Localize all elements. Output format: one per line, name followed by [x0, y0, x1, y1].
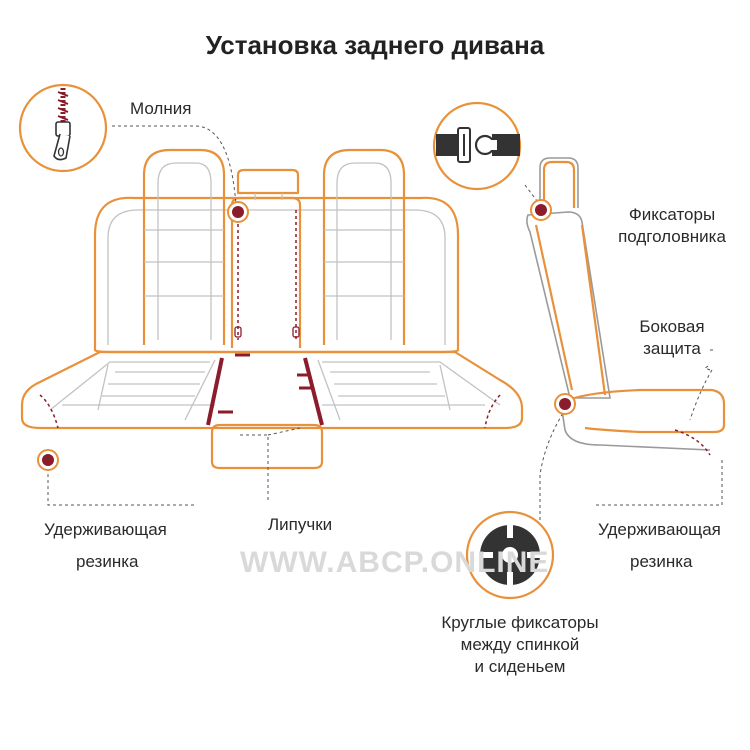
label-side-protection-line1: Боковая	[639, 317, 705, 336]
marker-elastic-left	[37, 449, 59, 471]
marker-round-clip	[554, 393, 576, 415]
velcro-strips	[206, 353, 324, 426]
zipper-icon	[53, 88, 71, 161]
buckle-icon	[436, 127, 520, 163]
marker-zipper	[227, 201, 249, 223]
watermark: WWW.ABCP.ONLINE	[240, 546, 550, 579]
round-clip-detail	[465, 510, 555, 600]
label-elastic-right-line2: резинка	[630, 552, 693, 571]
label-zipper: Молния	[130, 99, 192, 118]
label-side-protection: Боковая защита	[612, 316, 732, 360]
diagram-title: Установка заднего дивана	[205, 30, 545, 60]
label-elastic-left: Удерживающая резинка	[44, 514, 167, 578]
round-clip-icon	[477, 522, 543, 588]
zipper-detail	[18, 83, 108, 173]
rear-backrest	[93, 148, 460, 354]
label-round-clips-line2: между спинкой	[460, 635, 580, 654]
label-elastic-left-line2: резинка	[76, 552, 139, 571]
label-round-clips: Круглые фиксаторы между спинкой и сидень…	[420, 612, 620, 678]
marker-headrest	[530, 199, 552, 221]
seat-side-view	[526, 157, 726, 456]
label-round-clips-line1: Круглые фиксаторы	[441, 613, 599, 632]
label-headrest-clips: Фиксаторы подголовника	[602, 204, 742, 248]
buckle-detail	[432, 101, 522, 191]
label-headrest-clips-line2: подголовника	[618, 227, 726, 246]
label-round-clips-line3: и сиденьем	[474, 657, 566, 676]
label-elastic-left-line1: Удерживающая	[44, 520, 167, 539]
label-velcro: Липучки	[268, 515, 333, 534]
label-headrest-clips-line1: Фиксаторы	[628, 205, 716, 224]
marker-dots	[37, 199, 576, 471]
rear-seat-cushion	[20, 350, 524, 470]
zipper-lines	[234, 210, 300, 340]
label-elastic-right: Удерживающая резинка	[598, 514, 721, 578]
label-elastic-right-line1: Удерживающая	[598, 520, 721, 539]
label-side-protection-line2: защита	[643, 339, 701, 358]
